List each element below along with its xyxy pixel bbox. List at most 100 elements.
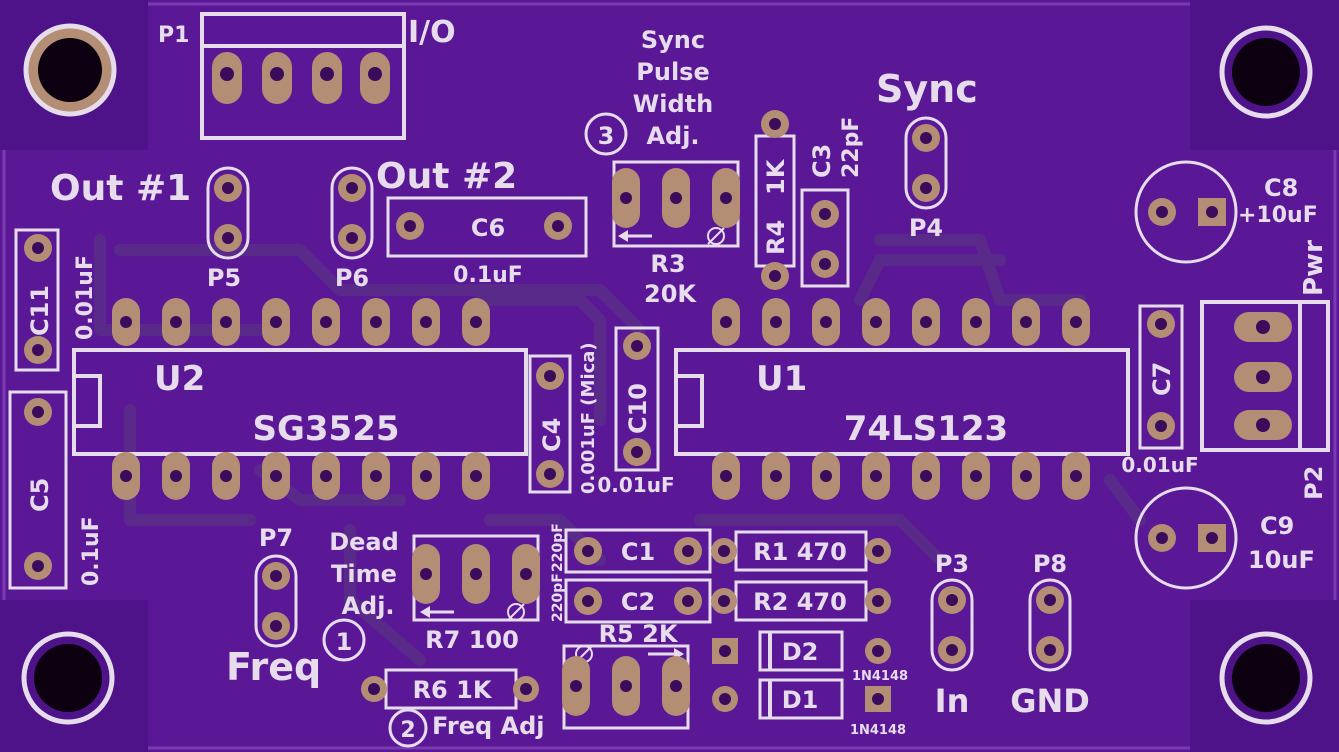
u1-pin-hole xyxy=(970,316,982,328)
marker-1: 1 xyxy=(336,628,353,656)
u2-pin-hole xyxy=(220,470,232,482)
u2-pin-hole xyxy=(370,316,382,328)
d1-value: 1N4148 xyxy=(850,723,906,738)
freq-adj-label: Freq Adj xyxy=(432,712,545,740)
marker-3: 3 xyxy=(598,122,615,150)
p1-connector xyxy=(200,12,406,140)
r6-label: R6 1K xyxy=(413,676,493,704)
gnd-label: GND xyxy=(1010,682,1090,720)
c5-capacitor xyxy=(8,390,68,590)
svg-text:Adj.: Adj. xyxy=(341,592,394,620)
u2-part: SG3525 xyxy=(252,409,399,449)
p7-label: P7 xyxy=(259,524,293,552)
c6-value: 0.1uF xyxy=(453,263,523,288)
p7-header xyxy=(254,554,298,648)
u1-pin-hole xyxy=(1020,470,1032,482)
svg-text:Time: Time xyxy=(331,560,397,588)
c1-value: 220pF xyxy=(550,523,566,572)
d2-label: D2 xyxy=(782,638,819,666)
c9-value: 10uF xyxy=(1248,546,1315,574)
r4-label: R4 xyxy=(762,220,790,255)
p6-label: P6 xyxy=(335,264,369,292)
c2-capacitor xyxy=(564,578,712,624)
c3-label: C3 xyxy=(808,144,836,178)
c5-label: C5 xyxy=(26,478,54,512)
marker-2: 2 xyxy=(400,718,415,743)
p8-header xyxy=(1028,578,1072,672)
c10-capacitor xyxy=(614,326,660,472)
u2-pin-hole xyxy=(470,470,482,482)
p8-label: P8 xyxy=(1033,550,1067,578)
d2-value: 1N4148 xyxy=(852,669,908,684)
c10-value: 0.01uF xyxy=(597,473,674,497)
sync-label: Sync xyxy=(876,67,978,111)
r4-resistor xyxy=(754,110,796,290)
u1-pin-hole xyxy=(820,470,832,482)
u2-pin-hole xyxy=(370,470,382,482)
u1-pin-hole xyxy=(720,316,732,328)
c7-value: 0.01uF xyxy=(1121,453,1198,477)
r3-label: R3 xyxy=(650,250,685,278)
c5-value: 0.1uF xyxy=(79,516,104,586)
r3-value: 20K xyxy=(644,280,697,308)
u2-pin-hole xyxy=(120,316,132,328)
p4-header xyxy=(904,116,948,210)
c2-label: C2 xyxy=(621,588,655,616)
r7-trimmer xyxy=(412,534,540,622)
r5-label: R5 2K xyxy=(599,620,679,648)
out1-label: Out #1 xyxy=(50,168,191,209)
out2-label: Out #2 xyxy=(376,156,517,197)
freq-label: Freq xyxy=(226,645,321,689)
io-label: I/O xyxy=(408,15,456,50)
traces xyxy=(94,234,1146,666)
u2-pin-hole xyxy=(470,316,482,328)
c1-label: C1 xyxy=(621,538,655,566)
u2-pin-hole xyxy=(420,316,432,328)
u1-pin-hole xyxy=(1020,316,1032,328)
pwr-label: Pwr xyxy=(1299,240,1329,296)
c11-value: 0.01uF xyxy=(73,255,98,340)
c8-capacitor xyxy=(1134,160,1238,264)
u2-label: U2 xyxy=(154,359,205,399)
mounting-holes xyxy=(21,23,1313,725)
u2-pin-hole xyxy=(320,470,332,482)
u1-part: 74LS123 xyxy=(844,409,1008,449)
p5-header xyxy=(206,166,250,260)
sync-pulse-label: Sync Pulse Width Adj. xyxy=(633,26,713,150)
r1-resistor xyxy=(711,530,891,572)
u2-pin-hole xyxy=(420,470,432,482)
c2-value: 220pF xyxy=(550,573,566,622)
r2-label: R2 470 xyxy=(753,588,847,616)
p1-label: P1 xyxy=(158,23,189,48)
c4-capacitor xyxy=(528,354,572,494)
u2-pin-hole xyxy=(220,316,232,328)
c3-capacitor xyxy=(800,188,850,288)
u1-ic xyxy=(674,298,1130,500)
c11-capacitor xyxy=(14,228,60,372)
r5-trimmer xyxy=(562,644,690,730)
p3-label: P3 xyxy=(935,550,969,578)
u1-pin-hole xyxy=(870,470,882,482)
svg-text:Dead: Dead xyxy=(329,528,399,556)
c11-label: C11 xyxy=(26,285,54,336)
u1-pin-hole xyxy=(770,470,782,482)
u1-pin-hole xyxy=(970,470,982,482)
c6-label: C6 xyxy=(471,214,505,242)
u1-pin-hole xyxy=(920,316,932,328)
c8-label: C8 xyxy=(1264,174,1298,202)
dead-time-label: Dead Time Adj. xyxy=(329,528,399,620)
svg-text:Width: Width xyxy=(633,90,713,118)
c9-capacitor xyxy=(1134,486,1238,590)
p3-header xyxy=(930,578,974,672)
u2-ic xyxy=(72,298,528,500)
d2-diode xyxy=(712,630,891,672)
r3-trimmer xyxy=(612,160,740,248)
c10-label: C10 xyxy=(624,383,652,434)
u1-pin-hole xyxy=(870,316,882,328)
c4-value: 0.001uF (Mica) xyxy=(578,342,599,494)
u1-pin-hole xyxy=(1070,470,1082,482)
u2-pin-hole xyxy=(270,316,282,328)
r7-label: R7 100 xyxy=(425,626,519,654)
